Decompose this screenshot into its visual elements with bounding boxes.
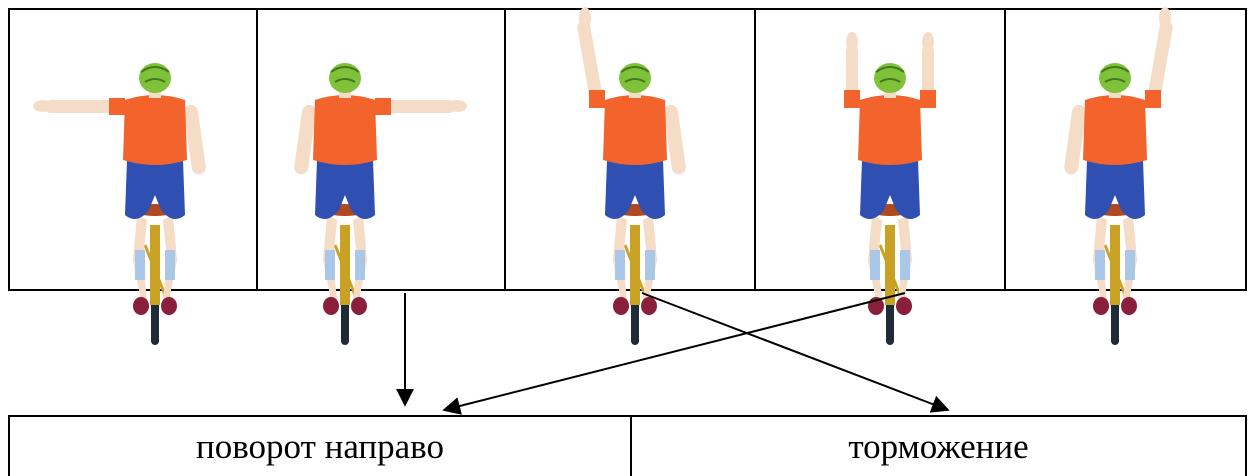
meaning-labels-row (8, 415, 1247, 476)
label-braking: торможение (848, 426, 1029, 466)
label-cell-braking (630, 415, 1247, 476)
connector-arrows (396, 292, 950, 415)
signal-images-row (8, 7, 1247, 347)
signal-cell-2 (256, 8, 506, 291)
label-right-turn: поворот направо (196, 426, 444, 466)
arrow-cell4-to-right-turn (442, 292, 906, 415)
arrow-cell3-to-braking (641, 292, 950, 413)
